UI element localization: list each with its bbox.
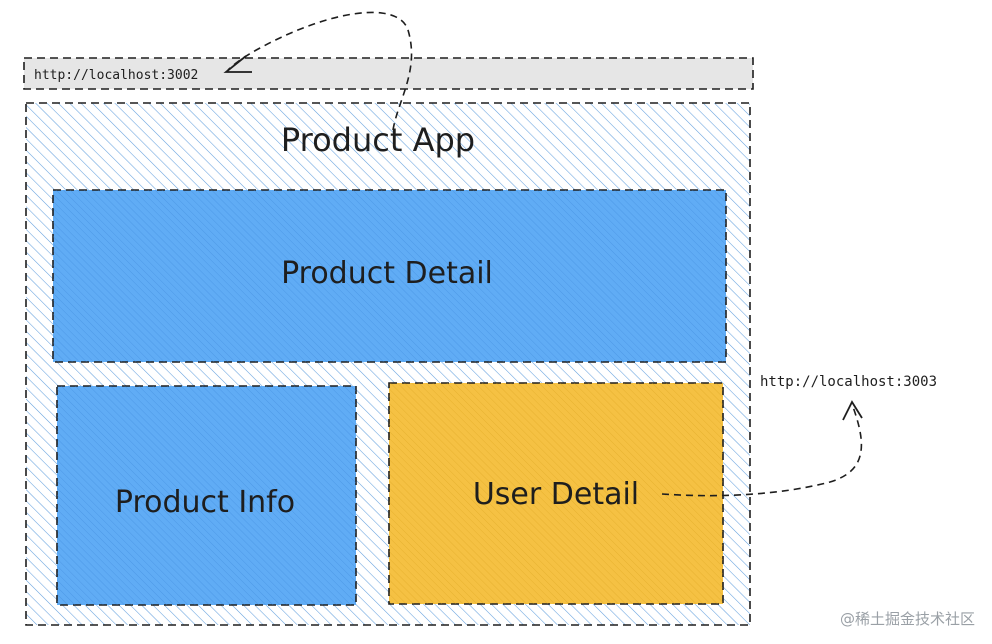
arrow-user-detail-to-remote-url bbox=[661, 400, 863, 497]
remote-url-label: http://localhost:3003 bbox=[760, 374, 937, 390]
user-detail-box: User Detail bbox=[388, 382, 724, 605]
host-url-label: http://localhost:3002 bbox=[34, 68, 198, 83]
arrow-head-icon bbox=[223, 55, 252, 73]
app-title: Product App bbox=[281, 121, 475, 159]
product-info-box: Product Info bbox=[56, 385, 357, 606]
user-detail-label: User Detail bbox=[473, 477, 639, 512]
watermark-text: @稀土掘金技术社区 bbox=[840, 610, 975, 628]
product-detail-box: Product Detail bbox=[52, 189, 727, 363]
host-url-bar: http://localhost:3002 bbox=[23, 57, 754, 90]
arrow-head-icon bbox=[842, 400, 863, 421]
product-detail-label: Product Detail bbox=[281, 256, 493, 291]
product-info-label: Product Info bbox=[115, 485, 295, 520]
arrow-app-to-host-url bbox=[223, 11, 413, 131]
